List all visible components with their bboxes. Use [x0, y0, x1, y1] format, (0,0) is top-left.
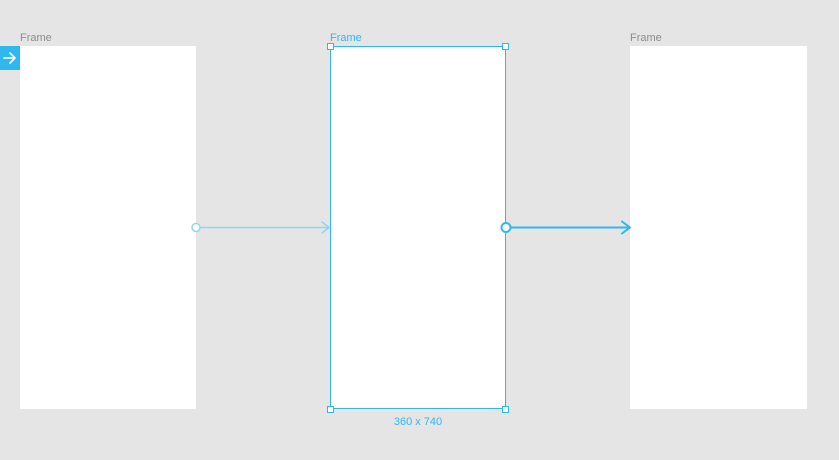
arrow-right-icon [3, 52, 16, 64]
wire-arrowhead-icon [321, 221, 330, 234]
resize-handle-top-right[interactable] [502, 43, 509, 50]
wire-start-node[interactable] [500, 222, 512, 233]
wire-frame-1-to-frame-2[interactable] [191, 221, 330, 234]
artboard-frame-2[interactable] [330, 46, 506, 409]
wire-start-node[interactable] [191, 222, 201, 233]
artboard-frame-1[interactable] [20, 46, 196, 409]
wire-frame-2-to-frame-3[interactable] [500, 220, 631, 235]
resize-handle-bottom-left[interactable] [327, 406, 334, 413]
wire-arrowhead-icon [621, 220, 631, 235]
resize-handle-bottom-right[interactable] [502, 406, 509, 413]
artboard-frame-3[interactable] [630, 46, 807, 409]
frame-1-label[interactable]: Frame [20, 32, 52, 44]
home-screen-marker[interactable] [0, 46, 20, 70]
resize-handle-top-left[interactable] [327, 43, 334, 50]
selection-dimensions: 360 x 740 [393, 416, 443, 428]
frame-2-label[interactable]: Frame [330, 32, 362, 44]
frame-3-label[interactable]: Frame [630, 32, 662, 44]
